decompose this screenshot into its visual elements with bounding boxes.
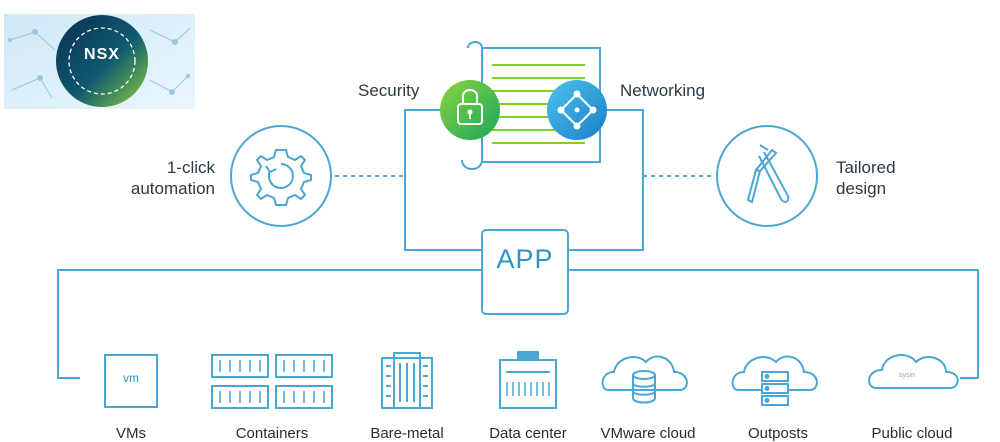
nsx-logo [4, 14, 195, 109]
containers-icon [211, 354, 333, 409]
connector-lines [57, 109, 979, 379]
platform-label-containers: Containers [235, 425, 309, 442]
network-icon [547, 80, 607, 140]
lock-icon [440, 80, 500, 140]
outposts-icon [731, 355, 818, 406]
security-label: Security [358, 81, 420, 100]
app-label: APP [496, 244, 554, 274]
public-cloud-icon [868, 354, 959, 389]
vm-icon-text: vm [123, 371, 139, 385]
bare-metal-server-icon [381, 352, 433, 409]
design-tools-icon [716, 125, 818, 227]
design-label-line2: design [836, 179, 887, 198]
data-center-icon [499, 351, 557, 409]
networking-label: Networking [620, 81, 706, 100]
public-cloud-icon-text: sysin [899, 372, 915, 379]
design-label-line1: Tailored [836, 158, 896, 177]
platform-label-public-cloud: Public cloud [871, 425, 953, 442]
app-box [481, 229, 569, 315]
automation-label-line1: 1-click [166, 158, 215, 177]
platform-label-vms: VMs [116, 425, 146, 442]
platform-label-vmware-cloud: VMware cloud [600, 425, 696, 442]
automation-label-line2: automation [130, 179, 215, 198]
nsx-logo-text: NSX [84, 46, 120, 63]
platform-label-data-center: Data center [489, 425, 567, 442]
platform-label-bare-metal: Bare-metal [370, 425, 444, 442]
vm-icon [104, 354, 158, 408]
gear-icon [230, 125, 332, 227]
platform-label-outposts: Outposts [747, 425, 809, 442]
vmware-cloud-icon [601, 355, 688, 404]
